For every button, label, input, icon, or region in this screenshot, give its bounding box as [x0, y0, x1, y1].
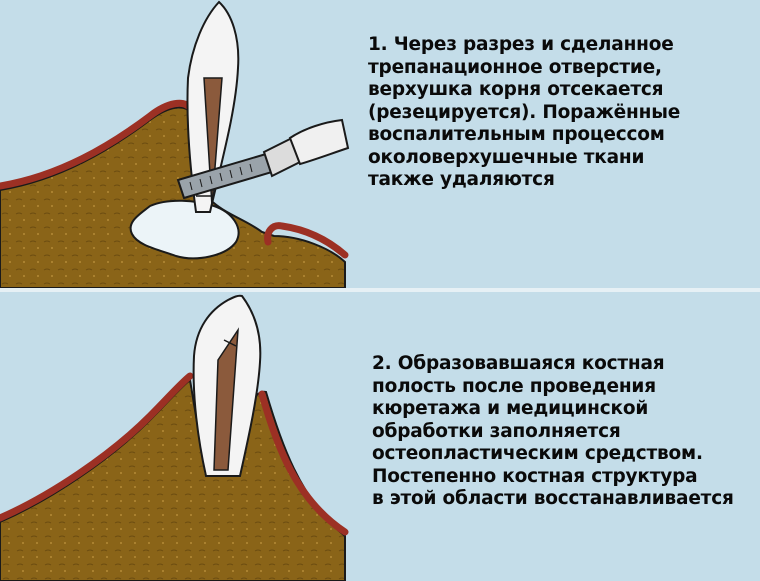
step-1-description: 1. Через разрез и сделанное трепанационн…: [368, 34, 681, 190]
tooth-resected: [192, 294, 262, 477]
gum-outline-2: [0, 372, 349, 536]
bone-tissue-healed: [0, 378, 346, 581]
tooth: [186, 0, 240, 213]
bone-tissue: [0, 106, 346, 288]
illustration-root-resection: [0, 0, 350, 288]
step-2-description: 2. Образовавшаяся костная полость после …: [372, 353, 734, 509]
panel-divider: [0, 288, 760, 292]
gum-outline: [0, 99, 349, 259]
surgical-bur-instrument: [176, 118, 350, 200]
